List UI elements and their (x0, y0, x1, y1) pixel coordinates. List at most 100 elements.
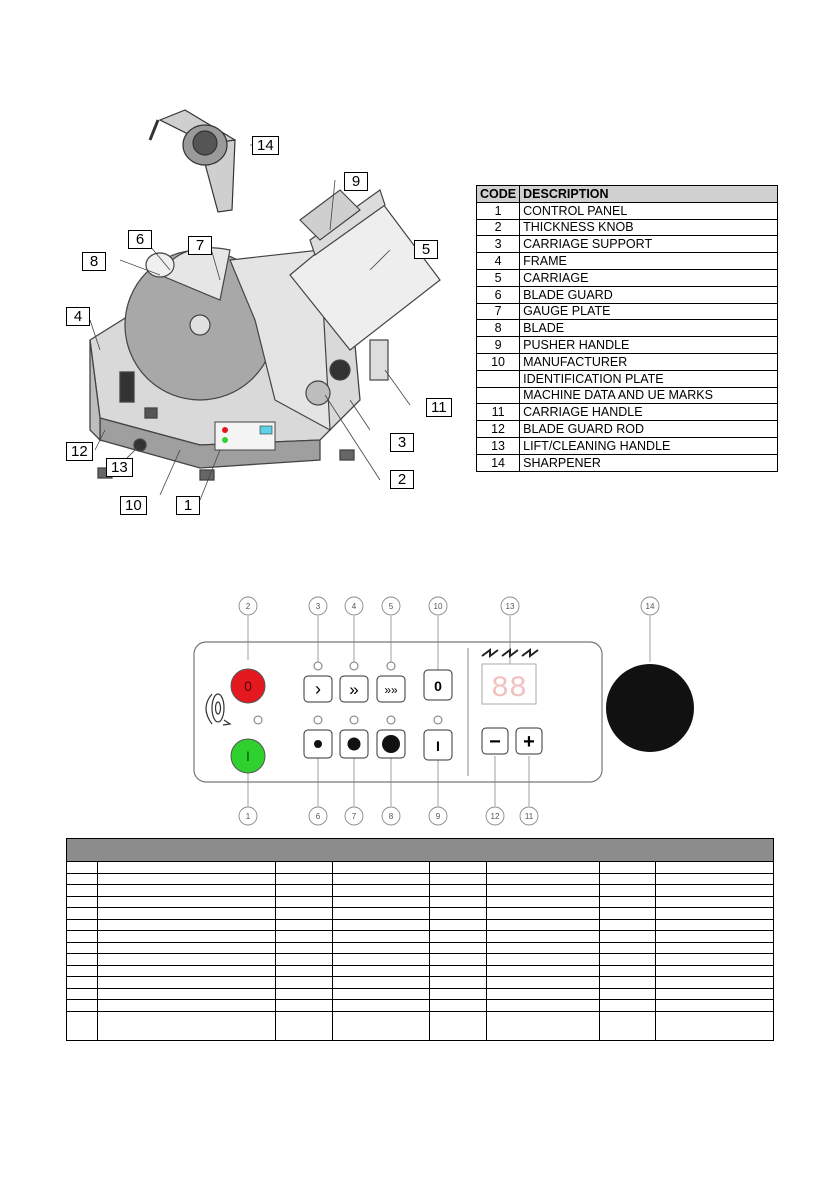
grid-cell (275, 861, 333, 874)
slicer-illustration: 14 9 6 7 8 5 4 11 3 12 13 2 10 1 (60, 100, 460, 520)
panel-callout-13: 13 (506, 602, 515, 611)
grid-cell (485, 907, 601, 920)
grid-cell (96, 976, 277, 989)
grid-cell (96, 987, 277, 1000)
grid-cell (66, 907, 98, 920)
carriage-start-label: I (436, 738, 440, 754)
row-code: 11 (475, 403, 521, 422)
plus-button[interactable] (515, 727, 543, 755)
callout-13: 13 (106, 458, 133, 477)
grid-cell (66, 964, 98, 977)
grid-cell (331, 999, 431, 1012)
row-description: LIFT/CLEANING HANDLE (519, 436, 778, 455)
grid-cell (429, 976, 487, 989)
grid-cell (655, 895, 774, 908)
indicator-led (253, 715, 263, 725)
grid-cell (331, 884, 431, 897)
grid-cell (599, 1010, 657, 1041)
header-description: DESCRIPTION (519, 185, 778, 203)
row-code: 1 (475, 201, 521, 220)
row-code: 2 (475, 218, 521, 237)
grid-header-cell (66, 838, 774, 862)
panel-callout-12: 12 (491, 812, 500, 821)
grid-cell (599, 941, 657, 954)
row-description: GAUGE PLATE (519, 302, 778, 321)
grid-cell (275, 872, 333, 885)
row-code: 3 (475, 235, 521, 254)
minus-button[interactable] (481, 727, 509, 755)
grid-cell (429, 987, 487, 1000)
control-panel-drawing: 2 3 4 5 10 13 14 1 6 7 8 9 12 11 0 I › »… (193, 596, 694, 826)
blade-off-label: 0 (244, 678, 252, 694)
grid-cell (66, 953, 98, 966)
grid-cell (275, 976, 333, 989)
callout-11: 11 (426, 398, 452, 417)
row-code: 9 (475, 336, 521, 354)
bolt-icon (481, 648, 539, 658)
speed-1-button[interactable] (303, 675, 333, 703)
emergency-stop-knob[interactable] (606, 664, 694, 752)
grid-cell (599, 884, 657, 897)
callout-14: 14 (252, 136, 279, 155)
grid-cell (275, 895, 333, 908)
row-description: FRAME (519, 252, 778, 270)
grid-cell (331, 987, 431, 1000)
control-panel-diagram: 2 3 4 5 10 13 14 1 6 7 8 9 12 11 0 I › »… (190, 590, 710, 830)
grid-cell (96, 872, 277, 885)
header-code: CODE (475, 185, 521, 203)
panel-callout-10: 10 (434, 602, 443, 611)
speed-3-button[interactable] (376, 675, 406, 703)
grid-cell (275, 1010, 333, 1041)
grid-cell (331, 895, 431, 908)
blade-off-button[interactable] (230, 668, 266, 704)
grid-cell (599, 872, 657, 885)
grid-cell (275, 964, 333, 977)
grid-row (66, 987, 774, 1000)
callout-6: 6 (128, 230, 152, 249)
grid-cell (599, 861, 657, 874)
grid-cell (599, 907, 657, 920)
panel-callout-14: 14 (646, 602, 655, 611)
callout-7: 7 (188, 236, 212, 255)
grid-cell (66, 1010, 98, 1041)
grid-cell (331, 861, 431, 874)
grid-row (66, 930, 774, 943)
grid-cell (485, 976, 601, 989)
row-description: CARRIAGE SUPPORT (519, 235, 778, 254)
grid-row (66, 861, 774, 874)
grid-cell (655, 953, 774, 966)
grid-cell (331, 907, 431, 920)
carriage-stop-button[interactable] (423, 669, 453, 701)
grid-cell (96, 999, 277, 1012)
row-description: CARRIAGE (519, 268, 778, 287)
speed-2-button[interactable] (339, 675, 369, 703)
grid-cell (66, 884, 98, 897)
speed-2-label: » (349, 680, 358, 699)
grid-cell (96, 941, 277, 954)
carriage-start-button[interactable] (423, 729, 453, 761)
row-description: BLADE GUARD ROD (519, 420, 778, 438)
grid-cell (331, 930, 431, 943)
row-description: CARRIAGE HANDLE (519, 403, 778, 422)
grid-cell (655, 999, 774, 1012)
grid-cell (485, 895, 601, 908)
digit-display (481, 663, 537, 705)
callout-8: 8 (82, 252, 106, 271)
grid-cell (331, 1010, 431, 1041)
blade-on-button[interactable] (230, 738, 266, 774)
grid-cell (66, 861, 98, 874)
row-code: 14 (475, 453, 521, 472)
grid-cell (485, 918, 601, 931)
grid-cell (96, 918, 277, 931)
panel-callout-9: 9 (436, 812, 441, 821)
grid-cell (655, 976, 774, 989)
grid-cell (275, 953, 333, 966)
grid-cell (599, 953, 657, 966)
callout-2: 2 (390, 470, 414, 489)
grid-row (66, 1010, 774, 1041)
grid-cell (331, 918, 431, 931)
